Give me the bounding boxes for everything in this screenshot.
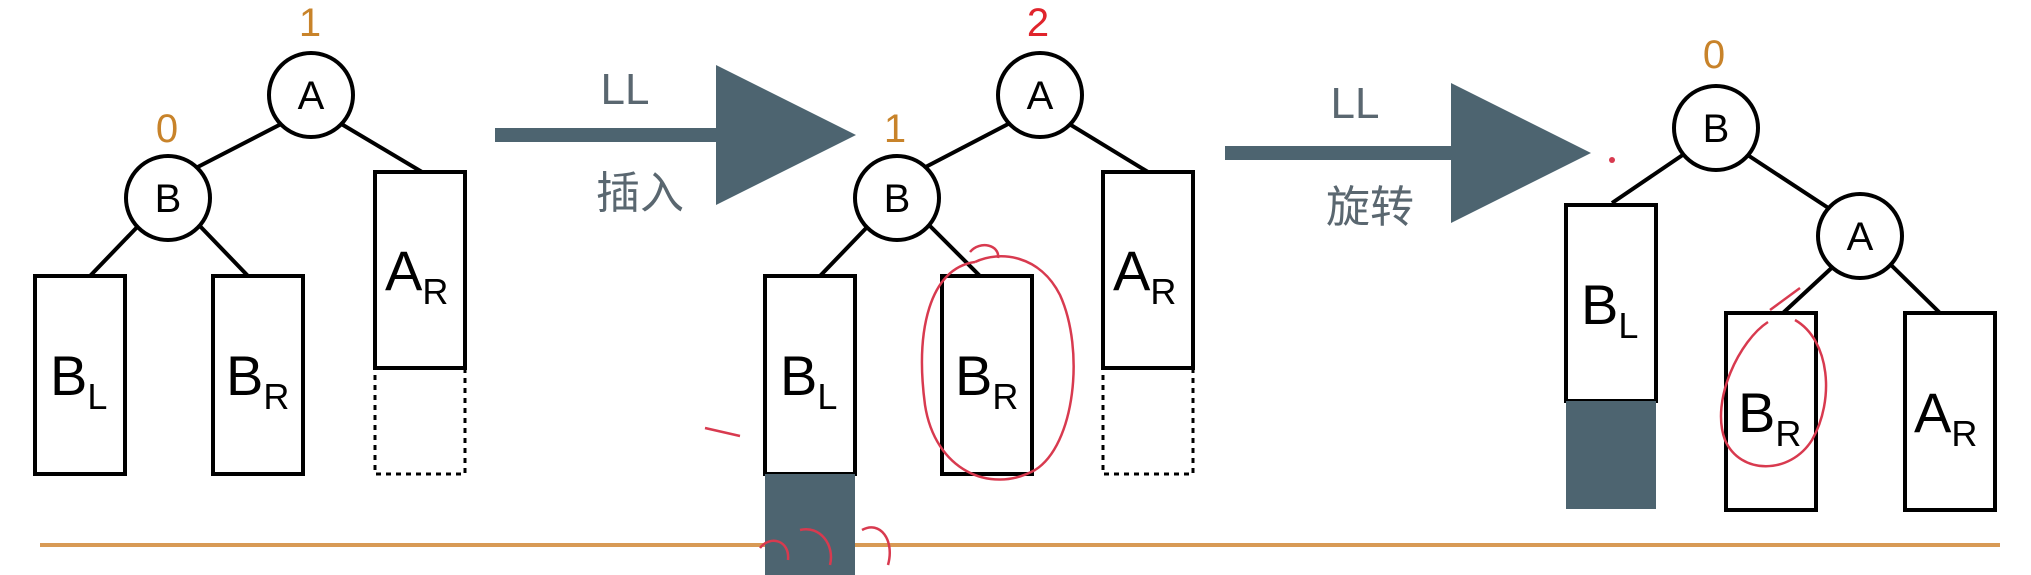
- stage3-tree: BL BR AR B A 0: [1564, 33, 1997, 512]
- node-a: [267, 51, 355, 139]
- balance-factor-b: 1: [884, 107, 906, 151]
- ink-scribble-bottom: [759, 526, 891, 566]
- stage2-tree: BL BR AR A B 2 1: [704, 1, 1195, 575]
- balance-factor-b: 0: [156, 107, 178, 151]
- node-b-label: B: [884, 177, 911, 221]
- node-a: [1816, 192, 1904, 280]
- ink-dot: [1609, 157, 1615, 163]
- balance-factor-a: 1: [299, 1, 321, 45]
- ink-dash: [704, 426, 741, 438]
- subtree-ar-empty-slot: [1101, 366, 1195, 476]
- edge-a-br: [1781, 260, 1840, 315]
- subtree-ar-label: AR: [1113, 239, 1176, 312]
- subtree-bl: [33, 274, 127, 476]
- edge-b-a: [1738, 148, 1838, 215]
- ink-circle-br: [1719, 318, 1828, 468]
- node-b-label: B: [1703, 107, 1730, 151]
- subtree-bl-inserted-node: [765, 474, 855, 575]
- subtree-ar: [1903, 311, 1997, 512]
- subtree-bl-inserted-node: [1566, 401, 1656, 509]
- subtree-br-label: BR: [226, 344, 289, 417]
- arrow-rotate-top-label: LL: [1331, 79, 1380, 128]
- node-a-label: A: [298, 74, 325, 118]
- ink-mark-edge: [1769, 286, 1801, 312]
- node-b: [1672, 84, 1760, 172]
- subtree-bl: [1564, 203, 1658, 403]
- subtree-br: [940, 274, 1034, 476]
- subtree-br: [1724, 311, 1818, 512]
- edge-a-ar: [336, 120, 424, 174]
- subtree-ar-label: AR: [1914, 381, 1977, 454]
- subtree-ar: [1101, 170, 1195, 370]
- arrow-insert: LL 插入: [495, 65, 856, 218]
- subtree-br-label: BR: [955, 344, 1018, 417]
- edge-a-ar: [1064, 120, 1150, 174]
- edge-a-ar: [1886, 260, 1942, 315]
- stage1-tree: BL BR AR A B 1 0: [33, 1, 467, 476]
- edge-b-br: [924, 220, 982, 278]
- subtree-bl-label: BL: [50, 344, 107, 417]
- balance-factor-b: 0: [1703, 33, 1725, 77]
- arrow-rotate: LL 旋转: [1225, 79, 1591, 232]
- subtree-ar-empty-slot: [373, 366, 467, 476]
- balance-factor-a: 2: [1027, 1, 1049, 45]
- subtree-ar-label: AR: [385, 239, 448, 312]
- node-a: [996, 51, 1084, 139]
- subtree-br: [211, 274, 305, 476]
- edge-a-b: [187, 120, 286, 174]
- arrow-rotate-bottom-label: 旋转: [1326, 183, 1414, 232]
- edge-a-b: [915, 120, 1013, 174]
- arrow-insert-bottom-label: 插入: [596, 169, 684, 218]
- node-a-label: A: [1027, 74, 1054, 118]
- subtree-bl-label: BL: [780, 344, 837, 417]
- arrow-insert-top-label: LL: [601, 65, 650, 114]
- edge-b-bl: [88, 220, 144, 278]
- node-a-label: A: [1847, 215, 1874, 259]
- edge-b-br: [194, 220, 250, 278]
- ink-mark-br-top: [969, 243, 1000, 259]
- ink-circle-br: [920, 255, 1075, 481]
- node-b-label: B: [155, 177, 182, 221]
- node-b: [853, 154, 941, 242]
- edge-b-bl: [1610, 148, 1692, 205]
- subtree-bl-label: BL: [1581, 273, 1638, 346]
- subtree-bl: [763, 274, 857, 476]
- subtree-br-label: BR: [1738, 381, 1801, 454]
- node-b: [124, 154, 212, 242]
- edge-b-bl: [818, 220, 874, 278]
